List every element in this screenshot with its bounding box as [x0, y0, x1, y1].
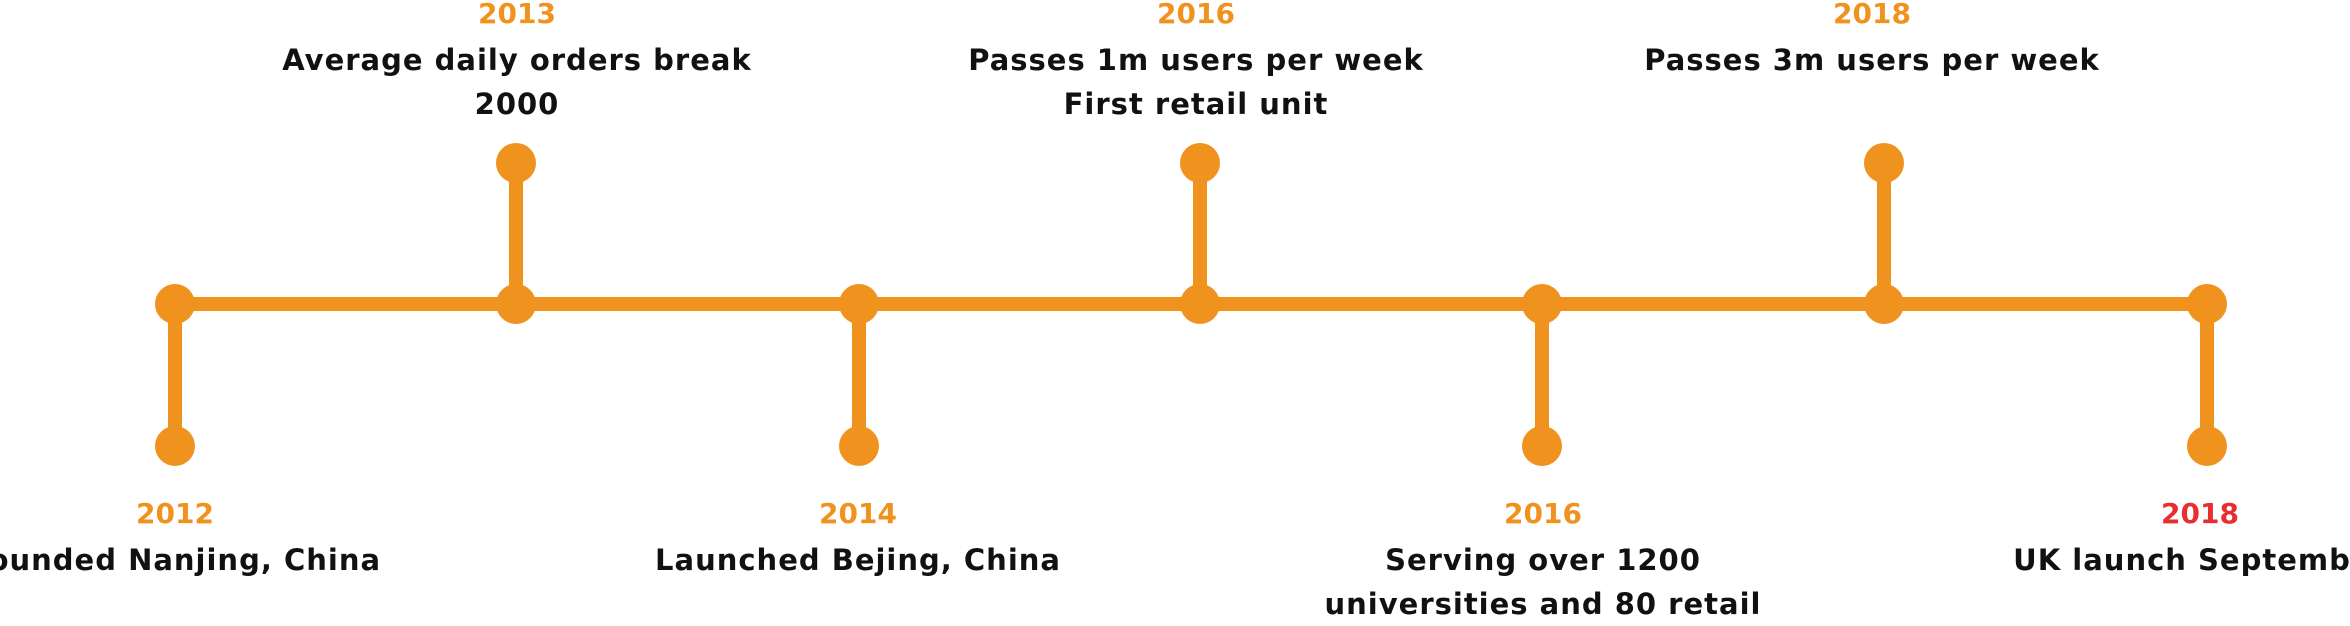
event-description: universities and 80 retail — [1324, 587, 1762, 621]
event-2016-above-label: 2016 Passes 1m users per week First reta… — [896, 0, 1496, 126]
event-2018-below-label: 2018 UK launch September — [1900, 500, 2350, 582]
timeline-end-node — [155, 426, 195, 466]
event-description: Average daily orders break — [282, 43, 752, 77]
event-year: 2018 — [2161, 497, 2239, 530]
event-2012-label: 2012 Founded Nanjing, China — [0, 500, 475, 582]
event-year: 2018 — [1833, 0, 1911, 30]
event-year: 2016 — [1157, 0, 1235, 30]
timeline-end-node — [496, 143, 536, 183]
event-description: Serving over 1200 — [1385, 543, 1701, 577]
timeline-end-node — [1864, 143, 1904, 183]
timeline-axis-node — [1864, 284, 1904, 324]
event-description: UK launch September — [2013, 543, 2350, 577]
event-year: 2016 — [1504, 497, 1582, 530]
event-description: Passes 1m users per week — [968, 43, 1424, 77]
timeline-axis-node — [496, 284, 536, 324]
event-year: 2014 — [819, 497, 897, 530]
event-description: Founded Nanjing, China — [0, 543, 382, 577]
timeline-diagram — [155, 143, 2227, 466]
timeline-axis-node — [1522, 284, 1562, 324]
event-2016-below-label: 2016 Serving over 1200 universities and … — [1243, 500, 1843, 626]
timeline-axis-node — [2187, 284, 2227, 324]
timeline-axis-node — [1180, 284, 1220, 324]
event-description: Launched Bejing, China — [655, 543, 1061, 577]
event-year: 2013 — [478, 0, 556, 30]
event-2018-above-label: 2018 Passes 3m users per week — [1572, 0, 2172, 82]
timeline-axis-node — [839, 284, 879, 324]
timeline-end-node — [1522, 426, 1562, 466]
timeline-axis-node — [155, 284, 195, 324]
event-year: 2012 — [136, 497, 214, 530]
timeline-end-node — [2187, 426, 2227, 466]
timeline-end-node — [839, 426, 879, 466]
timeline-end-node — [1180, 143, 1220, 183]
event-2013-label: 2013 Average daily orders break 2000 — [217, 0, 817, 126]
event-description: 2000 — [474, 87, 560, 121]
event-2014-label: 2014 Launched Bejing, China — [558, 500, 1158, 582]
event-description: Passes 3m users per week — [1644, 43, 2100, 77]
event-description: First retail unit — [1063, 87, 1329, 121]
